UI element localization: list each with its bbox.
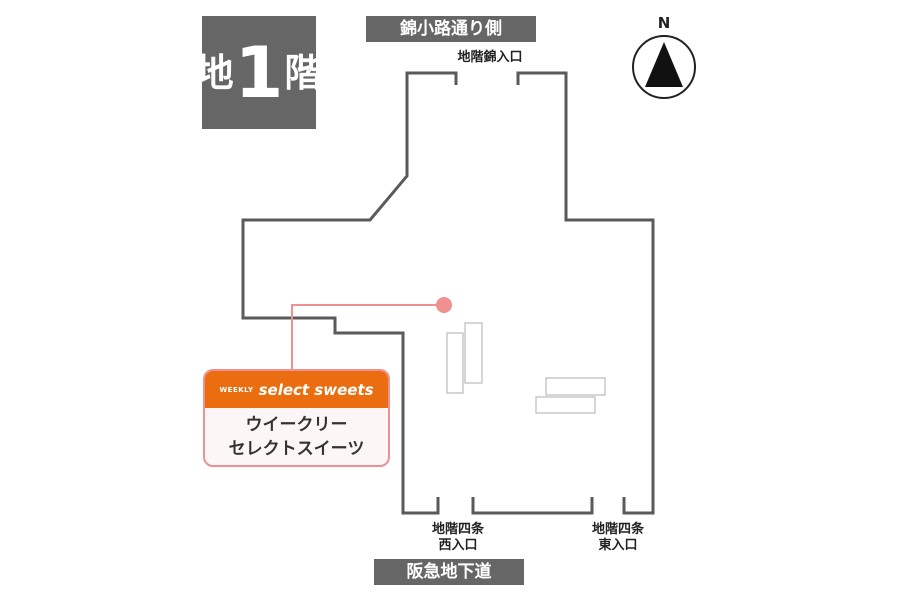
floor-suffix: 階 [284, 50, 323, 95]
floor-prefix: 地 [195, 50, 234, 95]
shop-card[interactable]: WEEKLY select sweets ウイークリー セレクトスイーツ [203, 369, 390, 467]
floor-indicator: 地 1 階 [196, 16, 322, 129]
road-label-south: 阪急地下道 [374, 559, 524, 585]
shop-name-line: ウイークリー [245, 415, 348, 435]
shop-leader-line [291, 304, 444, 371]
display-counter [464, 322, 483, 384]
compass-north-letter: N [657, 14, 671, 32]
road-label-north: 錦小路通り側 [366, 16, 536, 42]
shop-name: ウイークリー セレクトスイーツ [205, 408, 388, 461]
building-wall [471, 497, 594, 515]
entrance-line: 地階四条 [431, 522, 484, 537]
entrance-shijo-west-label: 地階四条 西入口 [418, 522, 498, 554]
north-arrow-icon [632, 35, 696, 99]
entrance-line: 東入口 [598, 538, 638, 553]
display-counter [545, 377, 606, 396]
shop-brand-weekly: WEEKLY [219, 385, 254, 394]
entrance-shijo-east-label: 地階四条 東入口 [578, 522, 658, 554]
building-wall [516, 71, 655, 515]
shop-logo: WEEKLY select sweets [205, 371, 388, 408]
shop-name-line: セレクトスイーツ [228, 439, 365, 459]
building-wall [241, 71, 458, 515]
display-counter [446, 332, 464, 394]
floor-number: 1 [234, 31, 284, 114]
shop-brand-name: select sweets [258, 380, 374, 399]
shop-location-dot [436, 297, 452, 313]
entrance-nishiki-label: 地階錦入口 [457, 50, 523, 65]
entrance-line: 地階四条 [591, 522, 644, 537]
entrance-line: 西入口 [438, 538, 478, 553]
display-counter [535, 396, 596, 414]
